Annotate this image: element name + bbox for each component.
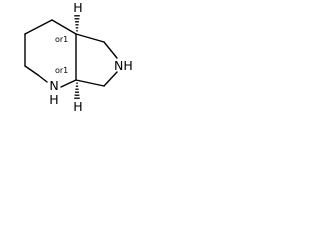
molecule-structure: H H NH N H or1 or1 <box>24 0 133 114</box>
bond-c7-c8 <box>24 65 39 76</box>
bond-c4a-c5 <box>51 19 77 35</box>
bond-c8-n1 <box>37 74 48 83</box>
atom-h-piperidine: H <box>49 92 58 107</box>
stereo-label-top: or1 <box>55 35 68 44</box>
atom-n-piperidine: N <box>49 78 58 93</box>
atom-nh-pyrrolidine: NH <box>114 58 133 73</box>
bond-n-c2 <box>103 71 118 87</box>
bond-c4a-c4 <box>75 33 105 43</box>
bond-n1-c7a <box>60 79 77 88</box>
atom-h-top: H <box>73 0 82 15</box>
bond-c4-n <box>103 41 118 59</box>
bond-c2-c7a <box>75 79 105 87</box>
stereo-label-bottom: or1 <box>55 66 68 75</box>
hashed-wedge-bottom <box>74 82 80 99</box>
atom-h-bottom: H <box>73 99 82 114</box>
hashed-wedge-top <box>74 15 80 32</box>
bond-c5-c6 <box>24 19 53 35</box>
